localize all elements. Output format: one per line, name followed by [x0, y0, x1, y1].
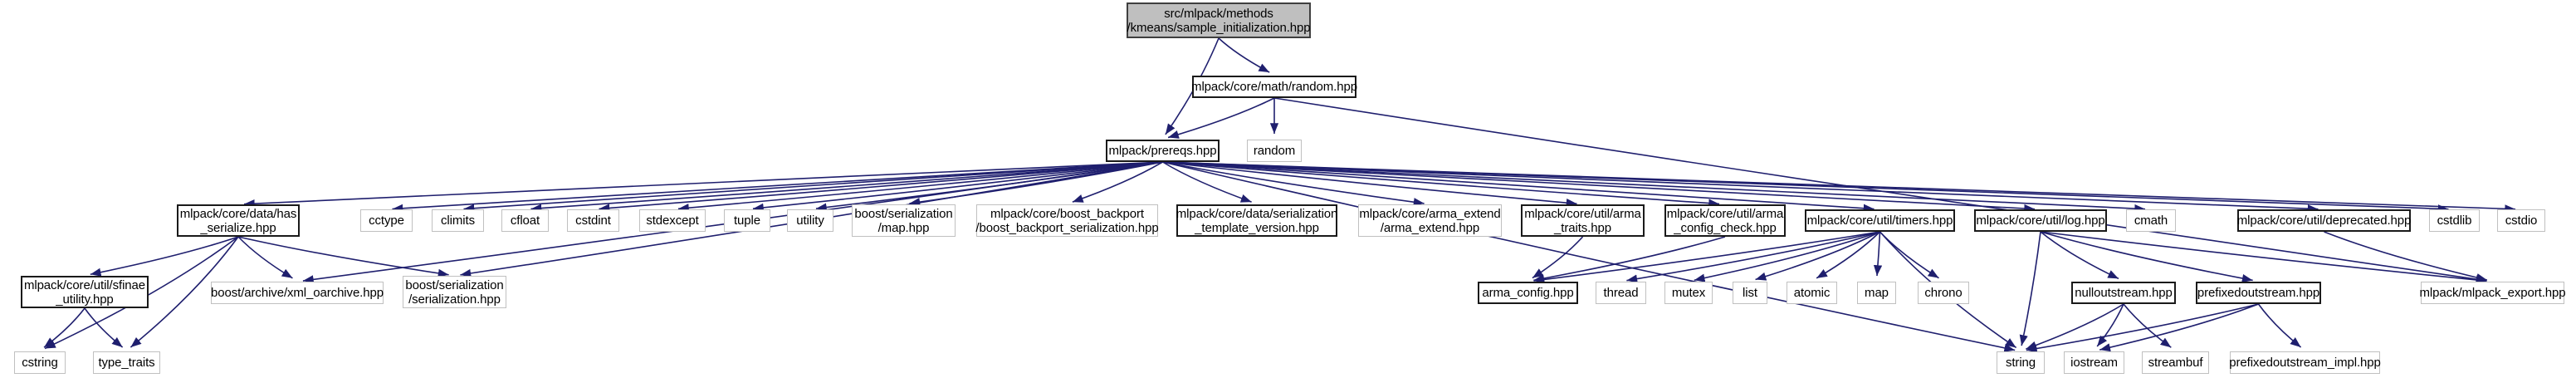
edge-timers-to-atomic: [1816, 231, 1881, 279]
graph-node-nulloutstream[interactable]: nulloutstream.hpp: [2071, 282, 2176, 304]
graph-node-root[interactable]: src/mlpack/methods /kmeans/sample_initia…: [1127, 2, 1311, 38]
edge-prereqs-to-arma_traits: [1162, 161, 1577, 208]
graph-node-random[interactable]: random: [1247, 140, 1302, 162]
graph-node-cfloat[interactable]: cfloat: [501, 209, 549, 232]
graph-node-deprecated[interactable]: mlpack/core/util/deprecated.hpp: [2237, 209, 2411, 232]
edge-prereqs-to-deprecated: [1162, 161, 2319, 214]
edge-log-to-string: [2019, 231, 2041, 346]
edge-prereqs-to-has_serialize: [243, 161, 1163, 209]
edge-has_serialize-to-xml_oarchive: [237, 236, 293, 279]
graph-node-cmath[interactable]: cmath: [2126, 209, 2176, 232]
graph-node-cstdint[interactable]: cstdint: [567, 209, 619, 232]
edge-sfinae-to-cstring: [43, 307, 86, 348]
edge-prereqs-to-arma_cfg_check: [1162, 161, 1720, 208]
edge-prefixedout-to-string: [2026, 303, 2259, 353]
graph-node-map[interactable]: map: [1857, 282, 1896, 304]
edge-nulloutstream-to-streambuf: [2123, 303, 2172, 348]
graph-node-string[interactable]: string: [1997, 351, 2045, 374]
graph-node-thread[interactable]: thread: [1596, 282, 1646, 304]
graph-node-sfinae[interactable]: mlpack/core/util/sfinae _utility.hpp: [21, 276, 149, 308]
edge-arma_cfg_check-to-arma_config: [1533, 236, 1726, 283]
graph-node-prefixedout[interactable]: prefixedoutstream.hpp: [2196, 282, 2321, 304]
graph-node-log[interactable]: mlpack/core/util/log.hpp: [1974, 209, 2107, 232]
graph-node-ser_tpl_ver[interactable]: mlpack/core/data/serialization _template…: [1176, 204, 1337, 237]
edge-log-to-prefixedout: [2040, 231, 2253, 283]
graph-node-arma_extend[interactable]: mlpack/core/arma_extend /arma_extend.hpp: [1358, 204, 1502, 237]
graph-node-pfx_impl[interactable]: prefixedoutstream_impl.hpp: [2229, 351, 2381, 374]
graph-node-boost_ser_ser[interactable]: boost/serialization /serialization.hpp: [403, 276, 506, 308]
edge-prereqs-to-tuple: [752, 161, 1163, 212]
graph-node-cctype[interactable]: cctype: [360, 209, 413, 232]
edge-prereqs-to-ser_tpl_ver: [1162, 161, 1252, 203]
edge-log-to-nulloutstream: [2040, 231, 2119, 280]
graph-node-prereqs[interactable]: mlpack/prereqs.hpp: [1106, 140, 1220, 162]
graph-node-streambuf[interactable]: streambuf: [2142, 351, 2209, 374]
edge-nulloutstream-to-string: [2026, 303, 2124, 350]
graph-node-list[interactable]: list: [1733, 282, 1767, 304]
graph-node-climits[interactable]: climits: [432, 209, 484, 232]
edge-timers-to-chrono: [1879, 231, 1939, 279]
edge-prereqs-to-utility: [815, 161, 1163, 212]
edge-has_serialize-to-boost_ser_ser: [237, 236, 449, 277]
edge-prereqs-to-timers: [1162, 161, 1875, 213]
graph-node-cstring[interactable]: cstring: [14, 351, 66, 374]
graph-node-arma_cfg_check[interactable]: mlpack/core/util/arma _config_check.hpp: [1664, 204, 1786, 237]
graph-node-arma_config[interactable]: arma_config.hpp: [1478, 282, 1578, 304]
graph-node-tuple[interactable]: tuple: [724, 209, 770, 232]
edge-timers-to-map: [1873, 231, 1883, 277]
edge-timers-to-mutex: [1694, 231, 1880, 282]
edge-prereqs-to-cstdlib: [1162, 161, 2449, 214]
graph-node-boost_ser_map[interactable]: boost/serialization /map.hpp: [852, 204, 956, 237]
edge-prereqs-to-arma_extend: [1162, 161, 1425, 207]
graph-node-iostream[interactable]: iostream: [2064, 351, 2124, 374]
graph-node-stdexcept[interactable]: stdexcept: [639, 209, 706, 232]
edge-sfinae-to-type_traits: [84, 307, 124, 348]
graph-node-chrono[interactable]: chrono: [1918, 282, 1969, 304]
graph-node-mlpack_export[interactable]: mlpack/mlpack_export.hpp: [2419, 282, 2566, 304]
edge-timers-to-arma_config: [1533, 231, 1880, 284]
graph-node-mutex[interactable]: mutex: [1664, 282, 1713, 304]
graph-node-boost_backport[interactable]: mlpack/core/boost_backport /boost_backpo…: [975, 204, 1159, 237]
graph-node-atomic[interactable]: atomic: [1787, 282, 1837, 304]
graph-node-timers[interactable]: mlpack/core/util/timers.hpp: [1805, 209, 1955, 232]
edge-prereqs-to-cmath: [1162, 161, 2146, 214]
graph-node-has_serialize[interactable]: mlpack/core/data/has _serialize.hpp: [177, 204, 300, 237]
edge-has_serialize-to-sfinae: [90, 236, 239, 277]
edge-log-to-mlpack_export: [2040, 231, 2487, 285]
graph-node-cstdio[interactable]: cstdio: [2497, 209, 2545, 232]
edge-prereqs-to-stdexcept: [677, 161, 1163, 213]
graph-node-cstdlib[interactable]: cstdlib: [2429, 209, 2480, 232]
edge-root-to-random_hpp: [1218, 37, 1270, 73]
edge-random_hpp-to-prereqs: [1167, 97, 1275, 139]
edge-prefixedout-to-iostream: [2099, 303, 2259, 352]
edge-timers-to-thread: [1626, 231, 1880, 283]
graph-node-random_hpp[interactable]: mlpack/core/math/random.hpp: [1191, 76, 1357, 98]
edge-prereqs-to-boost_ser_map: [909, 161, 1163, 207]
graph-node-arma_traits[interactable]: mlpack/core/util/arma _traits.hpp: [1521, 204, 1645, 237]
edge-prereqs-to-cstdint: [599, 161, 1163, 213]
edge-prereqs-to-cctype: [392, 161, 1163, 213]
edge-timers-to-list: [1755, 231, 1880, 281]
graph-node-utility[interactable]: utility: [787, 209, 833, 232]
graph-node-type_traits[interactable]: type_traits: [93, 351, 160, 374]
edge-prereqs-to-climits: [463, 161, 1163, 213]
edge-prefixedout-to-pfx_impl: [2257, 303, 2302, 348]
edge-prereqs-to-log: [1162, 161, 2036, 214]
edge-nulloutstream-to-iostream: [2096, 303, 2124, 347]
edge-random_hpp-to-mlpack_export: [1273, 97, 2487, 284]
edge-prereqs-to-cstdio: [1162, 161, 2516, 214]
edge-deprecated-to-mlpack_export: [2324, 231, 2487, 282]
graph-node-xml_oarchive[interactable]: boost/archive/xml_oarchive.hpp: [211, 282, 384, 304]
edge-arma_traits-to-arma_config: [1532, 236, 1584, 279]
edge-prereqs-to-cfloat: [530, 161, 1163, 213]
edge-prereqs-to-string: [1162, 161, 2016, 352]
edge-prereqs-to-boost_backport: [1072, 161, 1163, 203]
